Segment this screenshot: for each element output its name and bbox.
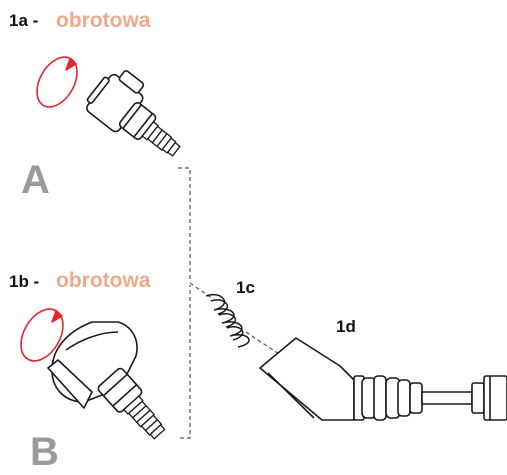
rotation-arrow-icon <box>36 56 78 108</box>
part-1a-code: 1a - <box>9 11 39 30</box>
arrowhead <box>65 58 77 71</box>
guide-line-a <box>178 167 191 280</box>
part-1d-label: 1d <box>336 317 356 336</box>
guide-line-b <box>180 285 191 439</box>
rotation-arrow-icon <box>20 308 64 362</box>
part-1b-word: obrotowa <box>56 269 151 292</box>
elbow-plug-icon <box>86 70 181 157</box>
coil-spring-icon <box>205 293 250 348</box>
arrowhead <box>51 310 63 323</box>
part-1b-code: 1b - <box>9 272 40 291</box>
elbow-plug-icon <box>47 321 166 440</box>
variant-a-letter: A <box>21 158 50 202</box>
part-1c-label: 1c <box>236 278 255 297</box>
assembly-guide-lines <box>178 167 283 439</box>
guide-line-nozzle <box>245 331 283 357</box>
part-1a-word: obrotowa <box>56 9 151 32</box>
variant-b-letter: B <box>30 430 59 474</box>
angled-nozzle-icon <box>259 337 507 421</box>
